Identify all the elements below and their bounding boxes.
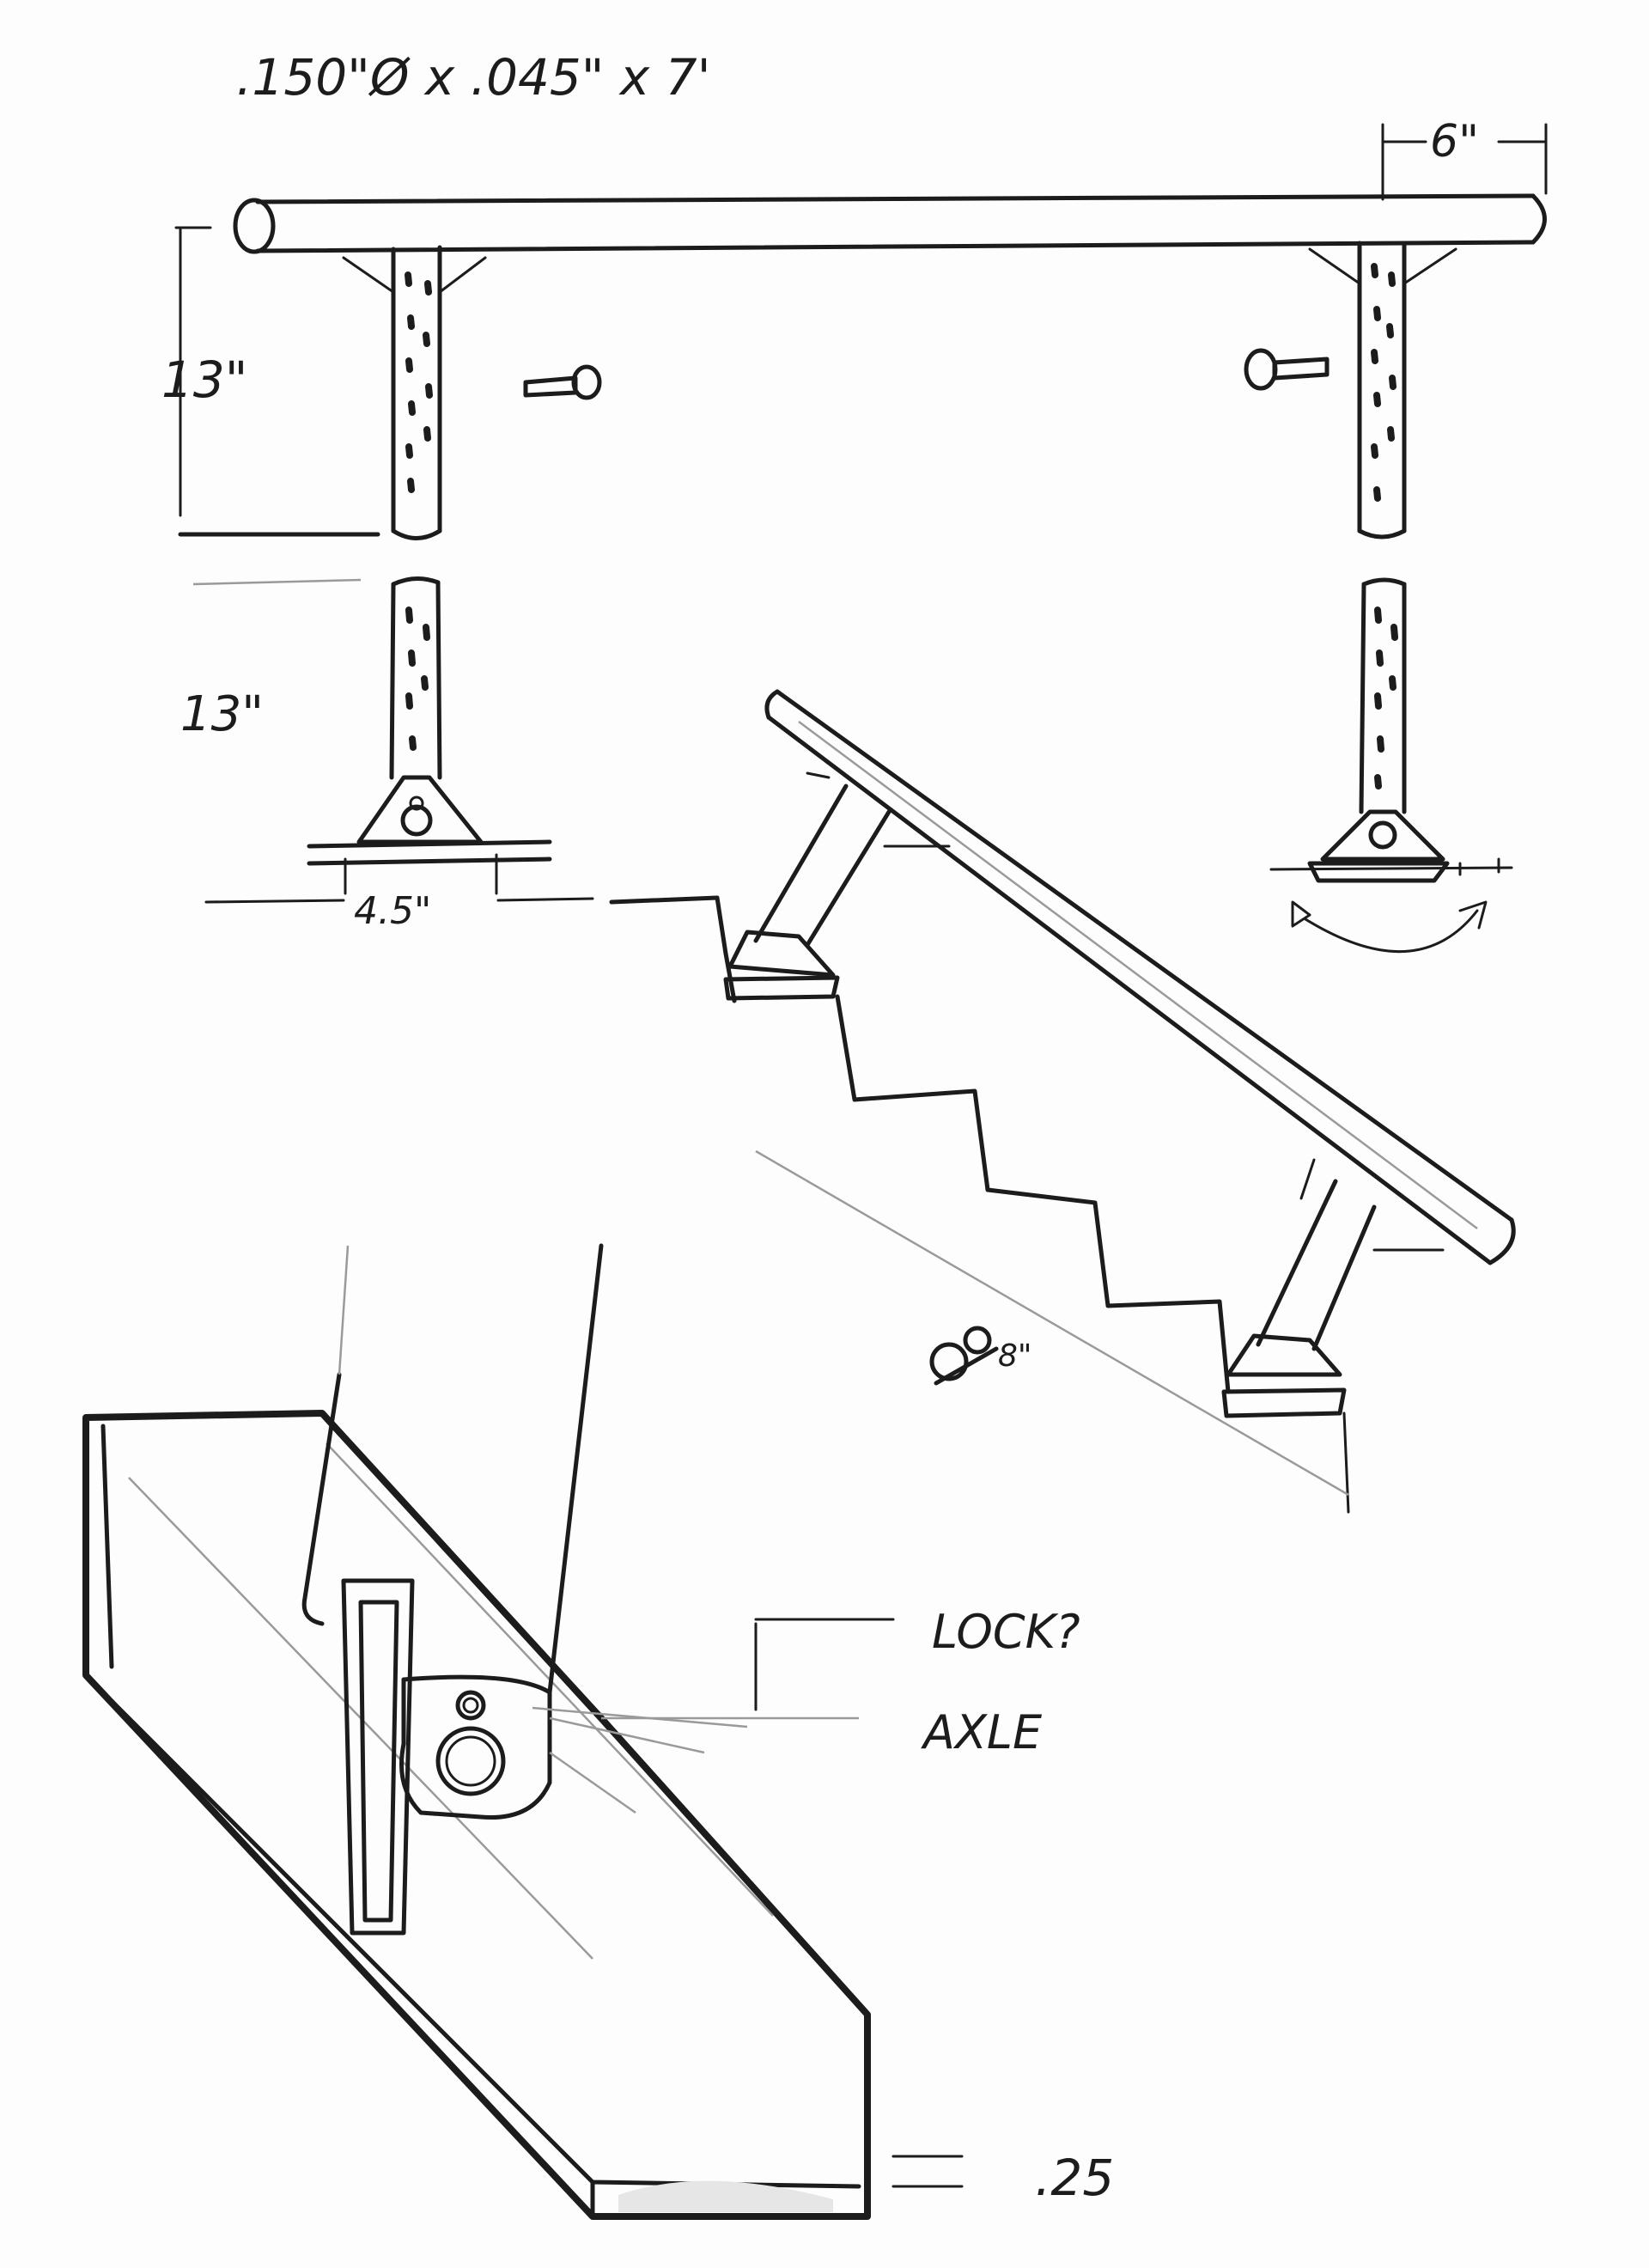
right-axle-circle xyxy=(1368,820,1397,850)
left-base-plate xyxy=(307,839,552,866)
upper-incline-post xyxy=(753,783,849,943)
lower-post-base xyxy=(1226,1333,1342,1377)
axle-note-label: AXLE xyxy=(921,1705,1043,1759)
thickness-callout-lines xyxy=(891,2155,964,2188)
right-pin-icon xyxy=(1244,348,1330,391)
top-rail-view xyxy=(174,123,1548,586)
lower-incline-post xyxy=(1256,1179,1338,1347)
right-swivel-bracket xyxy=(1320,809,1445,862)
lock-hole-icon xyxy=(455,1690,486,1721)
right-base-plate xyxy=(1307,861,1450,883)
left-pin-icon xyxy=(523,364,602,400)
incline-rail-bottom xyxy=(766,715,1493,1265)
pin-size-label: 8" xyxy=(998,1338,1031,1374)
enlarged-axle-plate xyxy=(399,1674,552,1820)
left-post-lower xyxy=(389,582,396,780)
enlarged-base-plate xyxy=(82,1410,871,2220)
stair-underside-line xyxy=(755,1149,1349,1497)
lock-note-label: LOCK? xyxy=(932,1605,1080,1659)
axle-circle-icon xyxy=(435,1726,506,1796)
rail-end-cap xyxy=(233,198,276,254)
rotation-arrow-left-icon xyxy=(1291,900,1311,928)
right-post-holes xyxy=(1371,263,1396,502)
swivel-post-view xyxy=(204,576,1513,953)
plate-thickness-label: .25 xyxy=(1035,2149,1114,2207)
upper-height-label: 13" xyxy=(161,351,247,409)
left-post-holes xyxy=(405,271,433,493)
rotation-arc xyxy=(1304,909,1479,953)
base-width-dimension xyxy=(204,897,594,904)
right-post-gusset xyxy=(1308,247,1457,285)
rail-bottom-edge xyxy=(255,240,1536,253)
tube-spec-label: .150"Ø x .045" x 7' xyxy=(236,48,711,107)
base-width-label: 4.5" xyxy=(354,889,431,933)
lower-height-label: 13" xyxy=(180,686,264,742)
enlarged-tube-left xyxy=(301,1372,342,1626)
left-axle-circle xyxy=(400,804,433,837)
rail-right-end xyxy=(1530,193,1547,245)
lock-callout-line xyxy=(754,1618,895,1711)
hardware-pin-icon xyxy=(929,1326,999,1386)
upper-post-base xyxy=(727,930,836,978)
rail-top-edge xyxy=(255,193,1536,204)
enlarged-tube-right xyxy=(547,1243,604,1695)
incline-rail-top xyxy=(775,689,1514,1222)
stair-profile xyxy=(609,895,1231,1394)
stair-rail-view xyxy=(609,689,1516,1514)
overhang-label: 6" xyxy=(1430,116,1479,168)
right-post-lower xyxy=(1359,582,1366,814)
enlarged-joint-view xyxy=(82,1243,964,2220)
left-post-gusset xyxy=(342,256,487,294)
enlarged-bracket-upright xyxy=(341,1578,415,1936)
rotation-arrow-right-icon xyxy=(1458,900,1488,930)
